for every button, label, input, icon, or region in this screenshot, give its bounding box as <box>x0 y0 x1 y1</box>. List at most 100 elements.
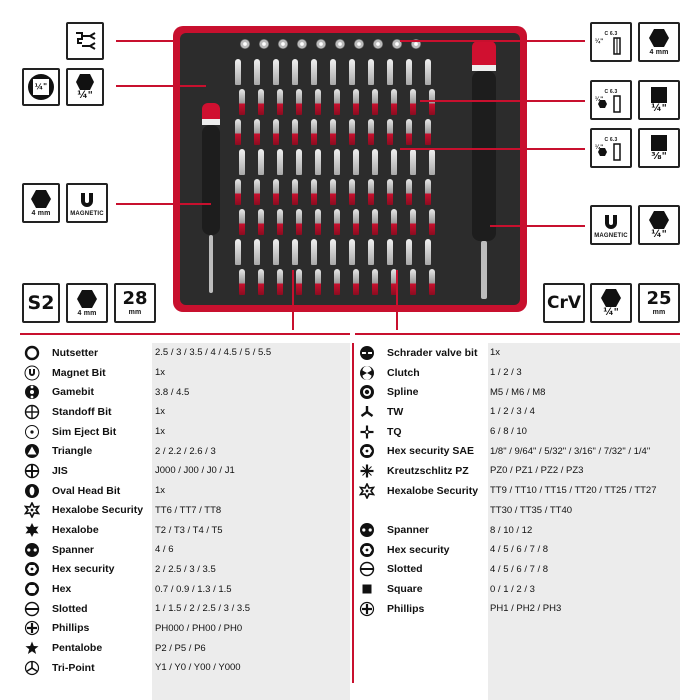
bit-slot <box>296 149 302 175</box>
leader-line <box>400 40 585 42</box>
bit-sizes: 1/8" / 9/64" / 5/32" / 3/16" / 7/32" / 1… <box>490 445 651 457</box>
hex-icon <box>76 74 94 90</box>
bit-slot <box>239 89 245 115</box>
bit-type-name: Phillips <box>52 622 90 635</box>
bit-slot <box>315 149 321 175</box>
hex-icon <box>31 190 51 208</box>
bit-sizes: 2.5 / 3 / 3.5 / 4 / 4.5 / 5 / 5.5 <box>155 347 272 359</box>
hexalobe-security-icon <box>355 482 379 499</box>
bit-type-name: Tri-Point <box>52 661 95 674</box>
bit-length-spec-left: 28 mm <box>114 283 156 323</box>
socket-slot <box>373 39 383 49</box>
bit-slot <box>239 269 245 295</box>
bit-slot <box>311 59 317 85</box>
socket-slot <box>240 39 250 49</box>
bit-sizes: 3.8 / 4.5 <box>155 386 190 398</box>
bit-type-name: TQ <box>387 425 402 438</box>
bit-slot <box>406 59 412 85</box>
bit-holder-callout-top: C 6.3 ¼" <box>590 22 632 62</box>
leader-line <box>490 225 585 227</box>
bit-slot <box>235 239 241 265</box>
bit-length-unit: mm <box>652 309 666 316</box>
bit-sizes: 1 / 2 / 3 / 4 <box>490 406 535 418</box>
bit-slot <box>425 59 431 85</box>
bit-holder-icon <box>598 142 621 161</box>
bit-slot <box>406 239 412 265</box>
bit-slot <box>334 269 340 295</box>
bit-slot <box>273 119 279 145</box>
bit-slot <box>372 149 378 175</box>
hex-size-label: 4 mm <box>77 310 97 317</box>
bit-sizes: 2 / 2.5 / 3 / 3.5 <box>155 563 216 575</box>
bit-sizes: 4 / 5 / 6 / 7 / 8 <box>490 544 549 556</box>
square-size-label: ⅜" <box>651 151 667 162</box>
bit-slot <box>410 269 416 295</box>
material-crv-badge: CrV <box>543 283 585 323</box>
bit-slot <box>410 149 416 175</box>
bit-slot <box>273 59 279 85</box>
bit-slot <box>258 209 264 235</box>
bit-slot <box>315 89 321 115</box>
bit-length-spec-right: 25 mm <box>638 283 680 323</box>
bit-slot <box>273 179 279 205</box>
bit-slot <box>330 239 336 265</box>
material-label: CrV <box>546 292 582 313</box>
screwdriver-part <box>472 71 496 241</box>
screwdriver-part <box>481 241 487 299</box>
bit-slot <box>353 269 359 295</box>
bit-slot <box>254 119 260 145</box>
bit-slot <box>239 149 245 175</box>
bit-holder-callout-mid: C 6.3 ¼" <box>590 80 632 120</box>
bit-slot <box>315 209 321 235</box>
bit-slot <box>425 119 431 145</box>
bit-type-name: Hex security <box>387 543 450 556</box>
hex-icon <box>77 290 97 308</box>
hex-4mm-callout-right: 4 mm <box>638 22 680 62</box>
socket-slot <box>411 39 421 49</box>
bit-sizes: 8 / 10 / 12 <box>490 524 533 536</box>
bit-type-name: Spline <box>387 386 419 399</box>
bit-sizes: 0.7 / 0.9 / 1.3 / 1.5 <box>155 583 232 595</box>
magnet-icon <box>605 214 617 229</box>
hex-size-label: 4 mm <box>31 210 51 217</box>
bit-sizes: 1x <box>155 485 166 497</box>
table-divider <box>20 333 350 335</box>
hook-tool-callout <box>66 22 104 60</box>
phillips-icon <box>20 621 44 636</box>
bit-slot <box>372 269 378 295</box>
bit-slot <box>368 179 374 205</box>
slotted-icon <box>355 562 379 577</box>
bit-sizes: TT30 / TT35 / TT40 <box>490 504 573 516</box>
bit-slot <box>425 239 431 265</box>
bit-holder-label: C 6.3 <box>604 30 618 37</box>
bit-sizes: 2 / 2.2 / 2.6 / 3 <box>155 445 216 457</box>
bit-type-name: Clutch <box>387 366 420 379</box>
bit-slot <box>353 209 359 235</box>
hexalobe-security-icon <box>20 502 44 519</box>
bit-slot <box>349 179 355 205</box>
bit-slot <box>429 89 435 115</box>
hex-4mm-spec: 4 mm <box>66 283 108 323</box>
magnet-icon <box>81 192 93 207</box>
hexalobe-icon <box>20 523 44 538</box>
leader-line <box>116 85 206 87</box>
leader-line <box>116 203 211 205</box>
bit-slot <box>292 59 298 85</box>
bit-slot <box>254 59 260 85</box>
bit-sizes: 1x <box>490 347 501 359</box>
tri-point-icon <box>20 660 44 675</box>
